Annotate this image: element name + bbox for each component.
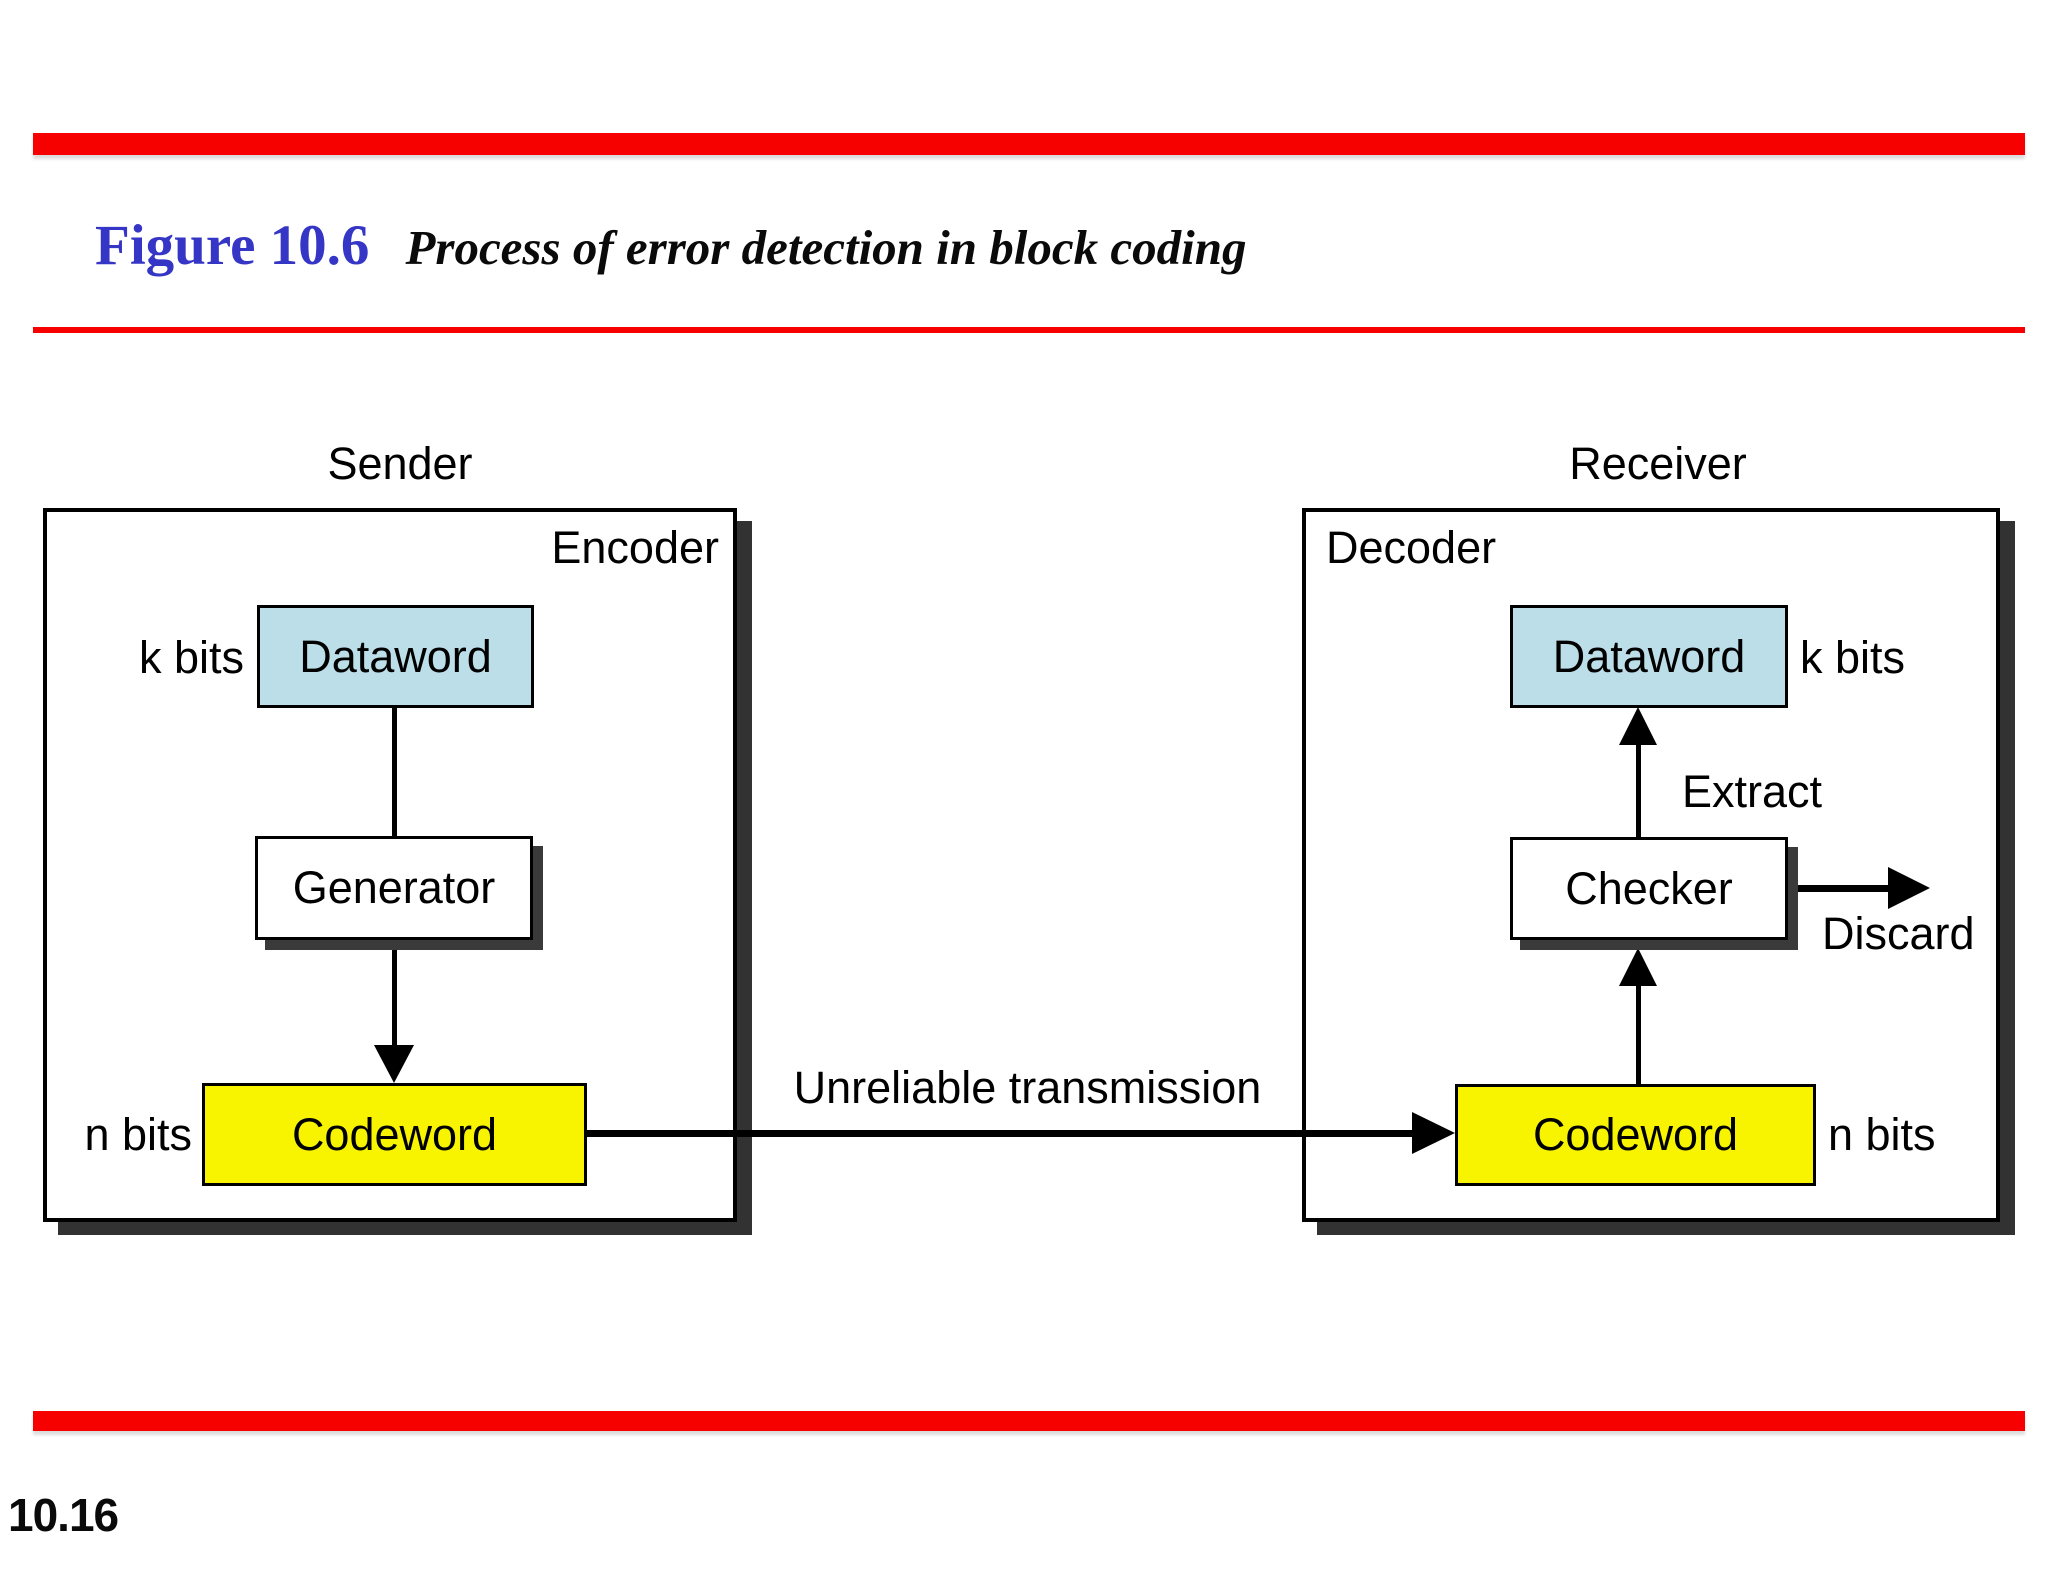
codeword-to-checker-arrowhead bbox=[1619, 948, 1657, 986]
sender-codeword-box: Codeword bbox=[202, 1083, 587, 1186]
sender-dataword-box: Dataword bbox=[257, 605, 534, 708]
bottom-red-bar bbox=[33, 1411, 2025, 1431]
encoder-label: Encoder bbox=[551, 522, 719, 573]
transmission-arrowhead bbox=[1412, 1112, 1455, 1154]
receiver-title: Receiver bbox=[1569, 438, 1747, 489]
generator-to-codeword-line bbox=[392, 940, 397, 1048]
generator-box: Generator bbox=[255, 836, 533, 940]
sender-nbits-label: n bits bbox=[84, 1109, 192, 1160]
extract-label: Extract bbox=[1682, 766, 1823, 817]
page-number: 10.16 bbox=[8, 1489, 119, 1541]
sender-title: Sender bbox=[327, 438, 473, 489]
checker-box: Checker bbox=[1510, 837, 1788, 940]
receiver-kbits-label: k bits bbox=[1800, 632, 1906, 683]
decoder-label: Decoder bbox=[1326, 522, 1497, 573]
discard-line bbox=[1790, 885, 1888, 892]
receiver-nbits-label: n bits bbox=[1828, 1109, 1936, 1160]
discard-label: Discard bbox=[1822, 908, 1975, 959]
generator-to-codeword-arrowhead bbox=[374, 1045, 414, 1083]
receiver-codeword-box: Codeword bbox=[1455, 1084, 1816, 1186]
transmission-line bbox=[587, 1130, 1412, 1137]
extract-line bbox=[1636, 743, 1641, 839]
dataword-to-generator-line bbox=[392, 707, 397, 838]
figure-title-row: Figure 10.6 Process of error detection i… bbox=[95, 213, 1247, 278]
figure-label: Figure 10.6 bbox=[95, 214, 370, 277]
sender-kbits-label: k bits bbox=[138, 632, 244, 683]
figure-title: Process of error detection in block codi… bbox=[405, 220, 1247, 275]
unreliable-transmission-label: Unreliable transmission bbox=[793, 1062, 1262, 1113]
receiver-dataword-box: Dataword bbox=[1510, 605, 1788, 708]
top-red-bar bbox=[33, 133, 2025, 155]
discard-arrowhead bbox=[1888, 867, 1930, 909]
title-underline-rule bbox=[33, 327, 2025, 333]
extract-arrowhead bbox=[1619, 707, 1657, 745]
codeword-to-checker-line bbox=[1636, 984, 1641, 1084]
